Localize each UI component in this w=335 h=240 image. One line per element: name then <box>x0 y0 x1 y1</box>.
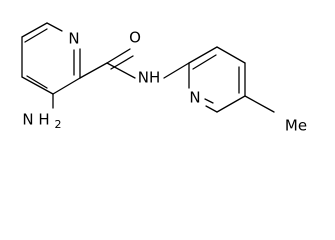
bond-left-ring-1 <box>21 22 48 38</box>
bond-nh-to-right-ring <box>163 62 190 79</box>
bond-right-ring-4 <box>216 95 246 113</box>
bond-right-ring-1-double <box>192 54 217 70</box>
chemical-structure-canvas: N O NH N N H 2 Me <box>21 22 307 135</box>
bond-left-ring-5-double <box>26 75 48 89</box>
bond-right-ring-5 <box>205 105 218 113</box>
amide-nh-label: NH <box>138 69 161 87</box>
pyridine-nitrogen-label-right: N <box>189 89 200 107</box>
pyridine-nitrogen-label-left: N <box>68 30 79 48</box>
bond-layer <box>21 22 275 113</box>
methyl-label: Me <box>285 117 307 135</box>
bond-ring-to-carbonyl <box>79 62 108 79</box>
bond-right-ring-2 <box>216 46 246 64</box>
bond-carbonyl-to-nh <box>106 62 136 79</box>
amino-nitrogen-label: N <box>22 111 33 129</box>
bond-left-ring-4 <box>52 77 81 95</box>
bond-methyl <box>244 95 275 113</box>
amino-hydrogen-count: 2 <box>55 118 62 131</box>
amino-hydrogen-label: H <box>38 111 49 129</box>
amino-group-label: N H 2 <box>22 111 61 132</box>
molecule-structure-diagram: N O NH N N H 2 Me <box>21 22 307 135</box>
bond-left-ring-2 <box>46 22 63 32</box>
bond-carbonyl-o-1 <box>106 48 131 64</box>
bond-right-ring-1 <box>188 46 218 64</box>
bond-left-ring-1-double <box>24 28 48 43</box>
bond-right-ring-5-double <box>204 98 214 104</box>
bond-left-ring-5 <box>21 76 54 95</box>
carbonyl-oxygen-label: O <box>129 29 141 47</box>
